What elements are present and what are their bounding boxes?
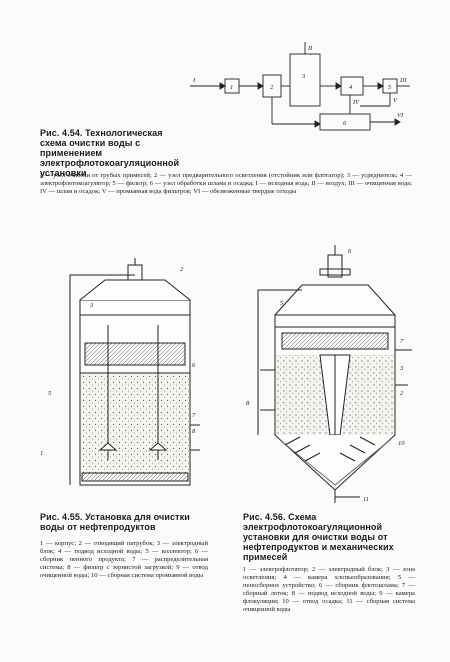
figure-4-56-caption-title: Рис. 4.56. Схема электрофлотокоагуляцион… (243, 512, 394, 562)
block-label: 1 (230, 84, 233, 91)
electrode-block (281, 332, 389, 350)
block-label: 4 (349, 84, 353, 91)
stream-label: II (307, 45, 313, 52)
figure-4-56-caption-legend: 1 — электрофлотатор; 2 — электродный бло… (243, 566, 415, 613)
block-3 (289, 53, 321, 107)
part-number: 11 (363, 496, 369, 503)
stream-label: VI (397, 112, 404, 119)
stream-label: V (393, 97, 398, 104)
part-number: 2 (180, 266, 184, 273)
figure-4-54-flow-scheme: I 1 2 3 4 5 6 II III IV V VI (190, 42, 410, 131)
part-number: 3 (89, 302, 94, 309)
part-number: 3 (399, 365, 404, 372)
part-number: 1 (40, 450, 43, 457)
part-number: 8 (192, 428, 196, 435)
part-number: 7 (192, 412, 196, 419)
block-label: 6 (343, 120, 347, 127)
part-number: 8 (246, 400, 250, 407)
electrode-block (84, 342, 186, 366)
stream-label: IV (352, 99, 360, 106)
part-number: 10 (398, 440, 405, 447)
part-number: 5 (280, 300, 284, 307)
filter-media (81, 373, 189, 473)
figure-4-55-caption-title: Рис. 4.55. Установка для очистки воды от… (40, 512, 190, 532)
figure-4-56-drawing: 6 5 7 3 2 8 10 11 (246, 245, 412, 503)
block-label: 5 (388, 84, 392, 91)
block-label: 3 (301, 73, 306, 80)
part-number: 6 (192, 362, 196, 369)
part-number: 5 (48, 390, 52, 397)
part-number: 6 (348, 248, 352, 255)
figure-4-55-drawing: 2 3 6 5 7 8 1 (40, 258, 200, 486)
stream-label: III (399, 77, 407, 84)
figure-4-55-caption-legend: 1 — корпус; 2 — отводящий патрубок; 3 — … (40, 540, 208, 579)
block-label: 2 (270, 84, 274, 91)
figure-4-54-caption-legend: I — узел очистки от грубых примесей; 2 —… (40, 172, 412, 195)
figure-4-54-caption-title: Рис. 4.54. Технологическая схема очистки… (40, 128, 180, 178)
part-number: 7 (400, 338, 404, 345)
part-number: 2 (400, 390, 404, 397)
stream-label: I (192, 77, 196, 84)
